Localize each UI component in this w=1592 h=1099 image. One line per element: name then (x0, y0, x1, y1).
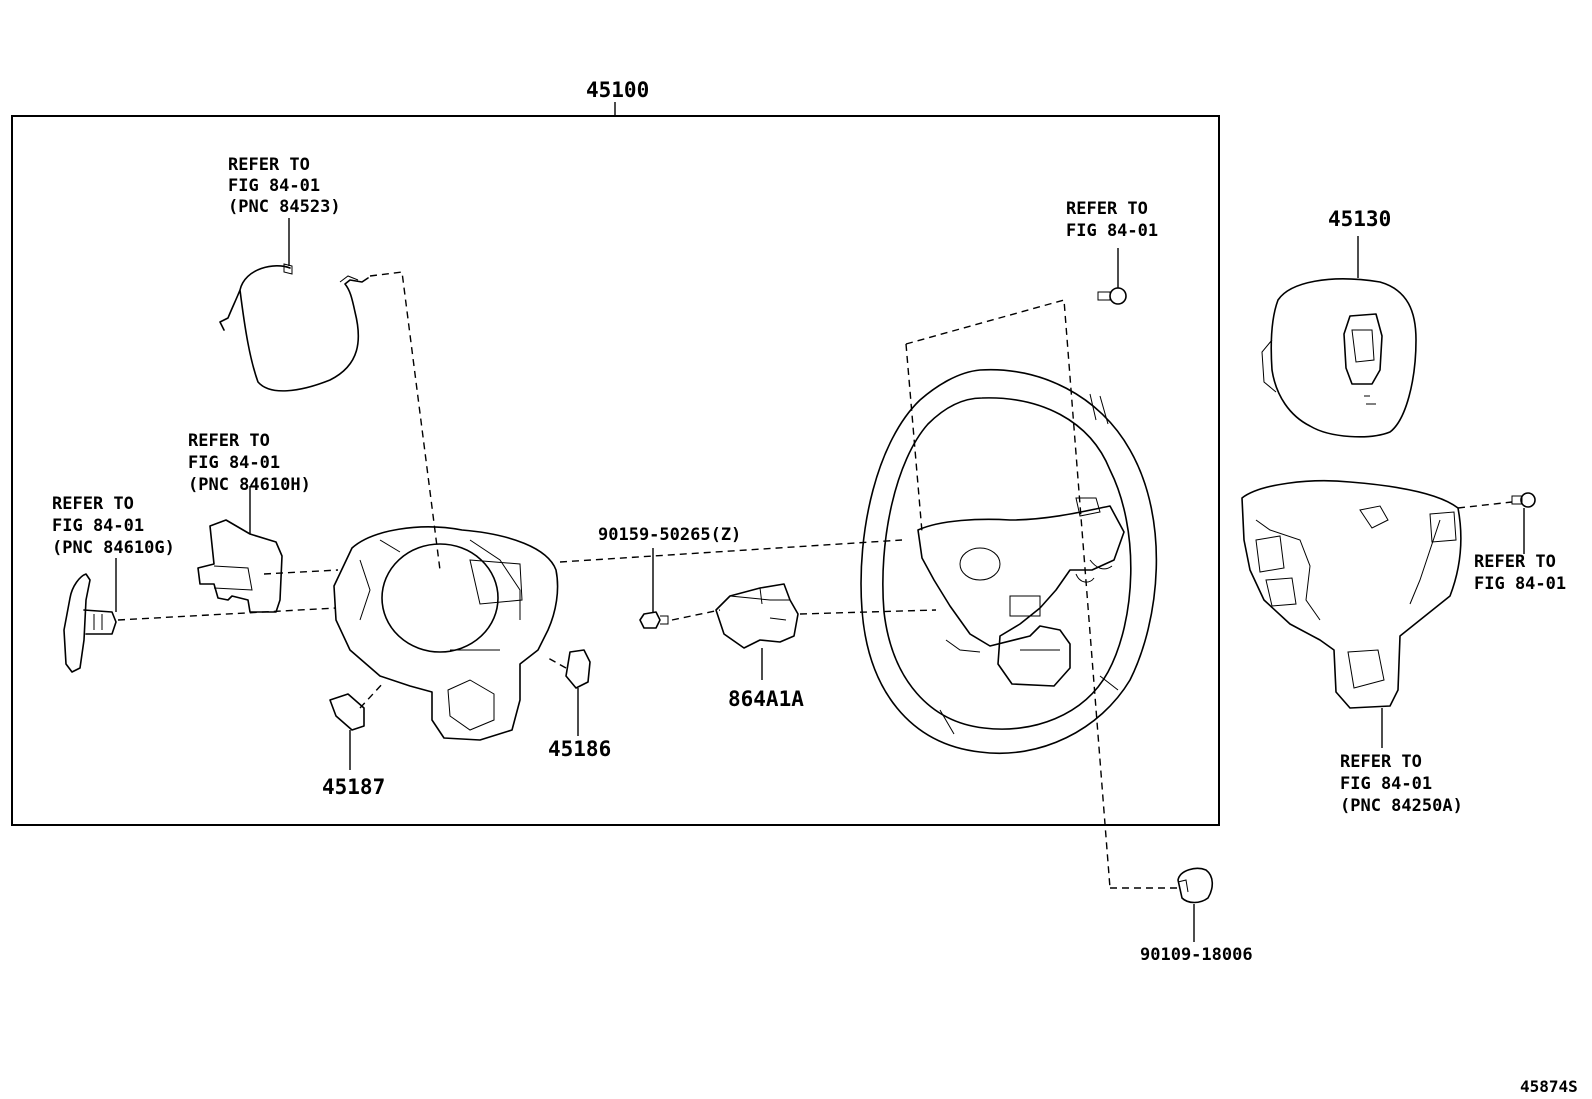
bolt-top-ref-line2: FIG 84-01 (1066, 221, 1158, 241)
figure-code: 45874S (1520, 1077, 1578, 1096)
wheel-switch-ref-line1: REFER TO (1340, 752, 1422, 772)
bolt-right-ref-line2: FIG 84-01 (1474, 574, 1566, 594)
airbag-part (1261, 278, 1417, 438)
wire-harness-ref-line2: FIG 84-01 (228, 176, 320, 196)
part-864a1a-label: 864A1A (728, 687, 804, 711)
wheel-switch-part (1241, 479, 1462, 709)
cover-45186-part (565, 649, 591, 689)
wire-harness-part (219, 263, 369, 392)
paddle-switch-g-part (63, 573, 117, 673)
paddle-g-ref-line3: (PNC 84610G) (52, 538, 175, 558)
paddle-h-ref-line3: (PNC 84610H) (188, 475, 311, 495)
cover-864a1a-part (715, 583, 799, 649)
paddle-h-ref-line1: REFER TO (188, 431, 270, 451)
part-45187-label: 45187 (322, 775, 385, 799)
wire-harness-ref-line3: (PNC 84523) (228, 197, 341, 217)
cover-45187-part (329, 693, 365, 731)
airbag-label: 45130 (1328, 207, 1391, 231)
wire-harness-ref-line1: REFER TO (228, 155, 310, 175)
part-45186-label: 45186 (548, 737, 611, 761)
paddle-g-ref-line2: FIG 84-01 (52, 516, 144, 536)
bolt-top-part (1097, 287, 1127, 305)
assembly-number: 45100 (586, 78, 649, 102)
steering-wheel-part (860, 368, 1158, 754)
bolt-right-ref-line1: REFER TO (1474, 552, 1556, 572)
screw-part (639, 611, 669, 629)
bolt-right-part (1511, 492, 1536, 508)
bolt-top-ref-line1: REFER TO (1066, 199, 1148, 219)
paddle-h-ref-line2: FIG 84-01 (188, 453, 280, 473)
wheel-switch-ref-line3: (PNC 84250A) (1340, 796, 1463, 816)
cap-part (1177, 867, 1214, 904)
wheel-switch-ref-line2: FIG 84-01 (1340, 774, 1432, 794)
paddle-g-ref-line1: REFER TO (52, 494, 134, 514)
paddle-switch-h-part (197, 519, 283, 613)
steering-lower-cover-part (333, 526, 559, 741)
cap-label: 90109-18006 (1140, 945, 1253, 965)
screw-label: 90159-50265(Z) (598, 525, 741, 545)
